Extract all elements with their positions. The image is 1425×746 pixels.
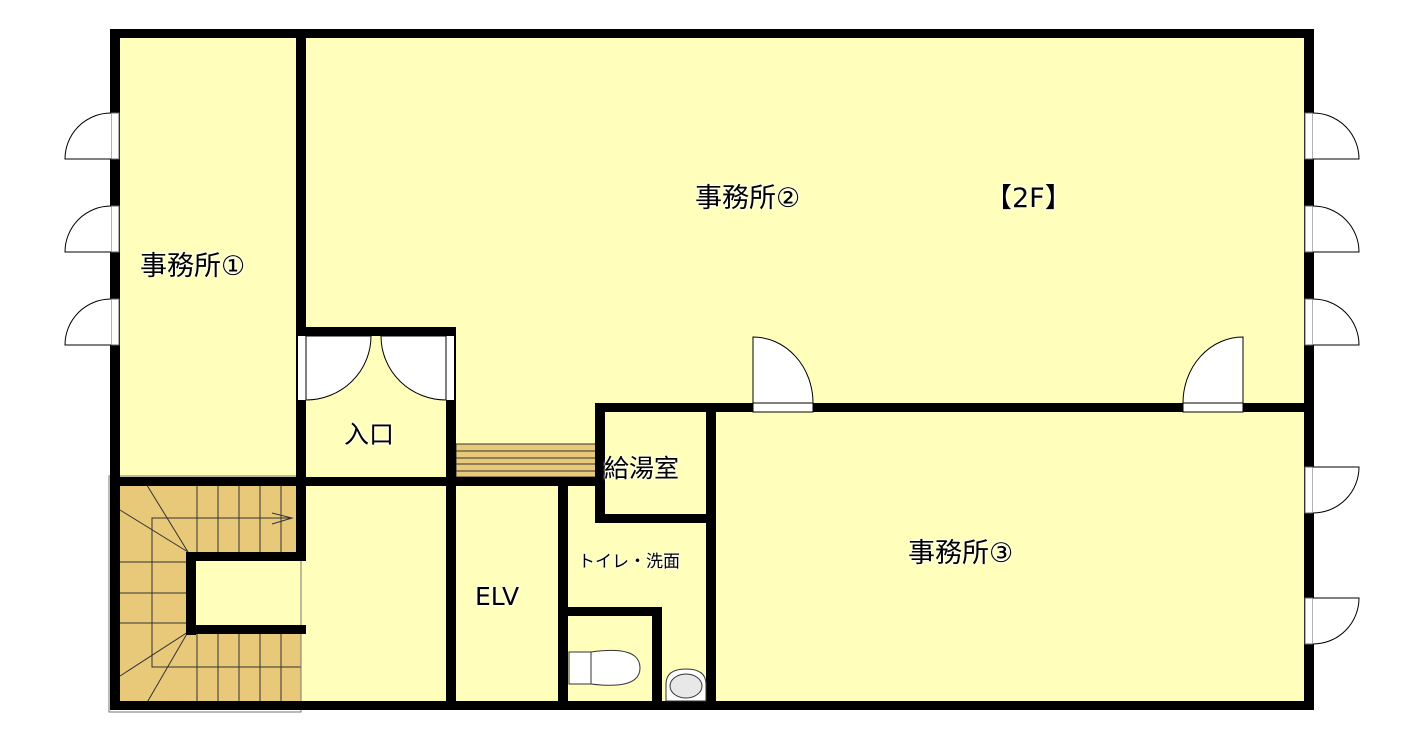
room-label-office1: 事務所① xyxy=(140,251,246,282)
window-icon xyxy=(64,298,120,346)
window-icon xyxy=(1304,205,1360,253)
stairs-icon xyxy=(108,475,302,713)
window-icon xyxy=(1304,112,1360,160)
window-icon xyxy=(1304,298,1360,346)
window-icon xyxy=(64,112,120,160)
room-label-elevator: ELV xyxy=(475,582,520,611)
interior-door-icon xyxy=(752,336,814,413)
deck-steps-icon xyxy=(455,443,600,478)
window-icon xyxy=(1304,466,1360,514)
window-icon xyxy=(1304,597,1360,645)
walls xyxy=(110,29,1314,710)
toilet-bowl-icon xyxy=(568,649,641,686)
window-icon xyxy=(64,205,120,253)
room-label-office2: 事務所② xyxy=(695,183,801,214)
room-label-office3: 事務所③ xyxy=(908,538,1014,569)
entrance-double-door-icon xyxy=(298,335,454,401)
interior-door-icon xyxy=(1182,336,1244,413)
wash-basin-icon xyxy=(665,668,707,702)
room-label-kitchenette: 給湯室 xyxy=(604,454,680,483)
room-label-toilet: トイレ・洗面 xyxy=(578,552,680,572)
room-label-entrance: 入口 xyxy=(344,420,395,449)
floor-label: 【2F】 xyxy=(985,183,1072,214)
